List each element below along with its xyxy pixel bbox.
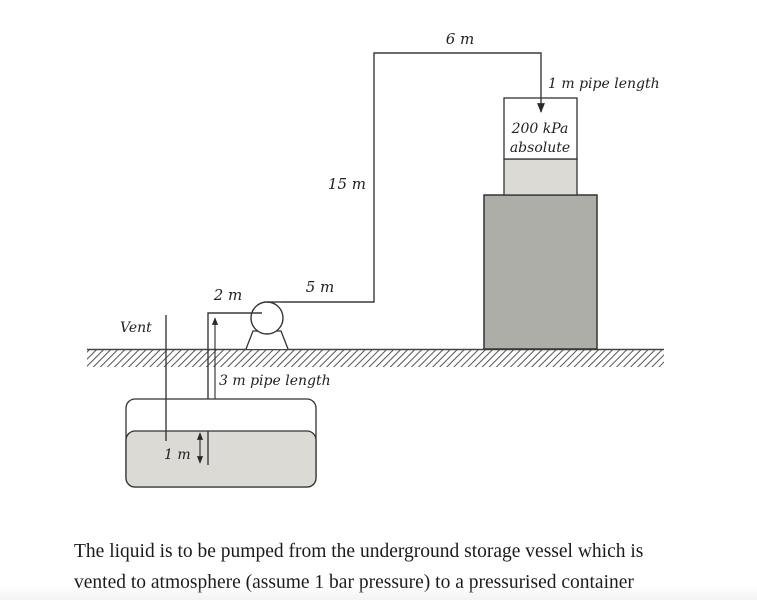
bottom-fade <box>0 585 757 600</box>
pump-suction-length-label: 2 m <box>213 286 243 304</box>
riser-length-label: 15 m <box>328 175 366 193</box>
vent-label: Vent <box>120 320 152 336</box>
suction-leg-length-label: 3 m pipe length <box>219 373 331 389</box>
liquid-depth-label: 1 m <box>164 447 191 463</box>
pump-outlet-length-label: 5 m <box>306 278 335 296</box>
ground-hatching <box>87 349 664 367</box>
container-pressure-unit-label: absolute <box>510 140 570 156</box>
discharge-drop-label: 1 m pipe length <box>548 76 660 92</box>
storage-vessel-liquid <box>125 430 317 488</box>
problem-statement-line-1: The liquid is to be pumped from the unde… <box>74 541 644 562</box>
top-pipe-length-label: 6 m <box>446 30 475 48</box>
pump-icon <box>250 301 284 335</box>
pressurised-container-liquid <box>503 158 578 196</box>
support-block <box>483 194 598 350</box>
process-diagram: 200 kPa absolute 6 m 1 m pipe length 15 … <box>87 30 664 488</box>
container-pressure-label: 200 kPa <box>511 121 569 137</box>
discharge-pipe <box>281 52 545 303</box>
